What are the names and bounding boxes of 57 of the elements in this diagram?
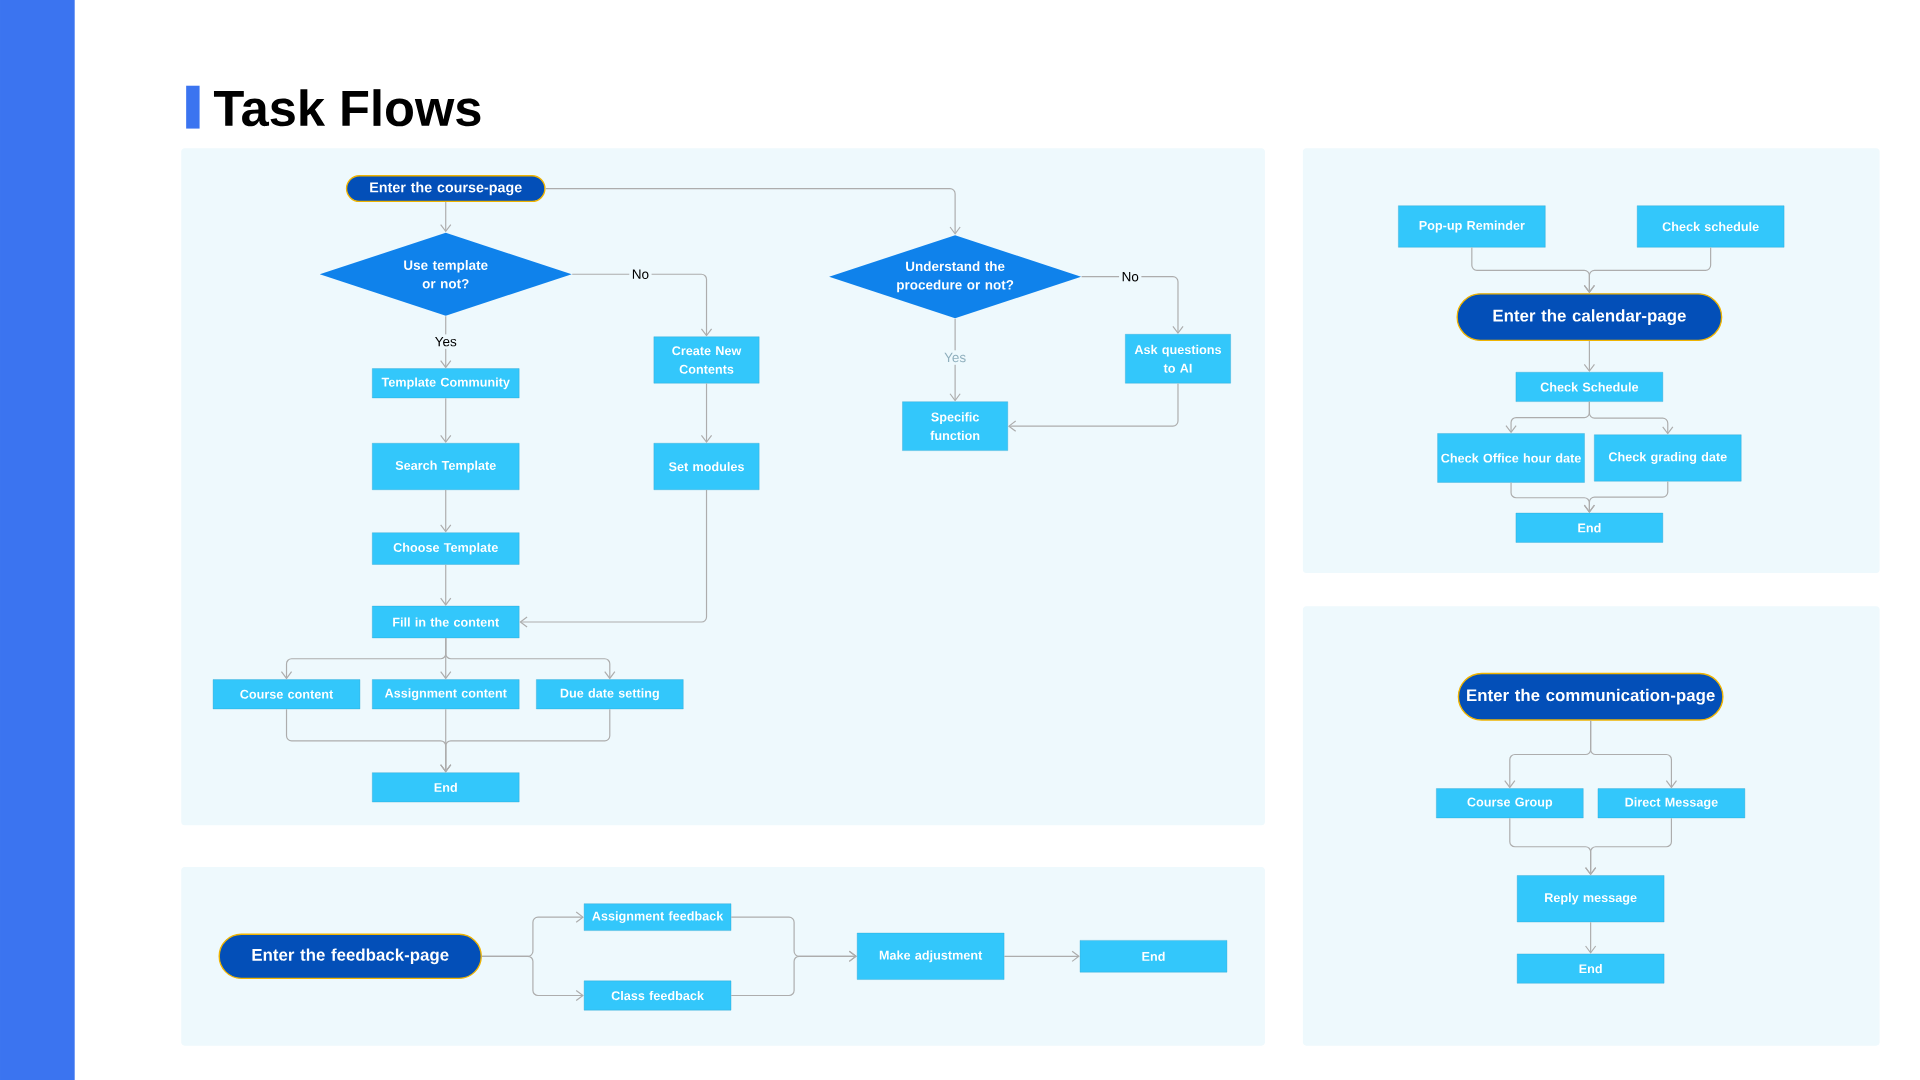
arrow [1003, 950, 1080, 962]
arrow [440, 201, 452, 233]
process-box: Specific function [902, 401, 1008, 451]
arrow [1585, 817, 1672, 876]
arrow [1007, 382, 1179, 432]
process-box: Check Office hour date [1437, 433, 1585, 483]
process-box: Check grading date [1594, 434, 1742, 482]
process-box: Assignment feedback [583, 903, 732, 931]
process-box: Ask questions to AI [1125, 334, 1231, 384]
arrow [700, 382, 713, 444]
arrow [440, 564, 452, 606]
process-box: Course content [212, 679, 361, 710]
start-terminal: Enter the feedback-page [218, 933, 482, 979]
arrow [440, 397, 452, 444]
process-box: Class feedback [583, 980, 732, 1011]
arrow [545, 188, 961, 235]
process-box: Create New Contents [653, 336, 760, 384]
process-box: Fill in the content [372, 605, 520, 639]
process-box: Make adjustment [857, 932, 1005, 980]
process-box: Search Template [372, 443, 520, 490]
arrow [1583, 246, 1712, 294]
start-terminal: Enter the calendar-page [1456, 293, 1723, 342]
process-box: Reply message [1517, 875, 1665, 923]
start-terminal: Enter the communication-page [1457, 672, 1724, 721]
arrow [1588, 401, 1674, 435]
process-box: Course Group [1436, 788, 1584, 819]
process-box: End [1079, 940, 1228, 973]
edge-label: Yes [432, 334, 460, 349]
arrow [730, 950, 857, 997]
arrow [1585, 921, 1597, 954]
arrow [440, 708, 611, 773]
title: Task Flows [213, 89, 481, 127]
arrow [1583, 480, 1669, 513]
process-box: Direct Message [1597, 788, 1746, 819]
arrow [519, 489, 708, 628]
process-box: Check Schedule [1515, 372, 1663, 402]
process-box: Pop-up Reminder [1398, 205, 1546, 248]
edge-label: No [629, 267, 652, 282]
arrow [1583, 340, 1596, 373]
arrow [1590, 720, 1678, 789]
process-box: Set modules [653, 443, 760, 490]
process-box: Due date setting [536, 679, 684, 710]
process-box: End [1515, 512, 1663, 543]
process-box: End [1517, 953, 1665, 984]
start-terminal: Enter the course-page [345, 175, 546, 203]
process-box: Check schedule [1637, 205, 1785, 248]
process-box: End [372, 772, 520, 803]
process-box: Template Community [372, 368, 520, 399]
process-box: Choose Template [372, 532, 520, 565]
edge-label: No [1119, 269, 1142, 284]
arrow [1081, 276, 1184, 335]
arrow [440, 489, 452, 533]
arrow [445, 637, 616, 680]
arrow [571, 273, 713, 337]
process-box: Assignment content [372, 679, 520, 710]
edge-label: Yes [941, 350, 969, 365]
arrow [481, 955, 584, 1002]
